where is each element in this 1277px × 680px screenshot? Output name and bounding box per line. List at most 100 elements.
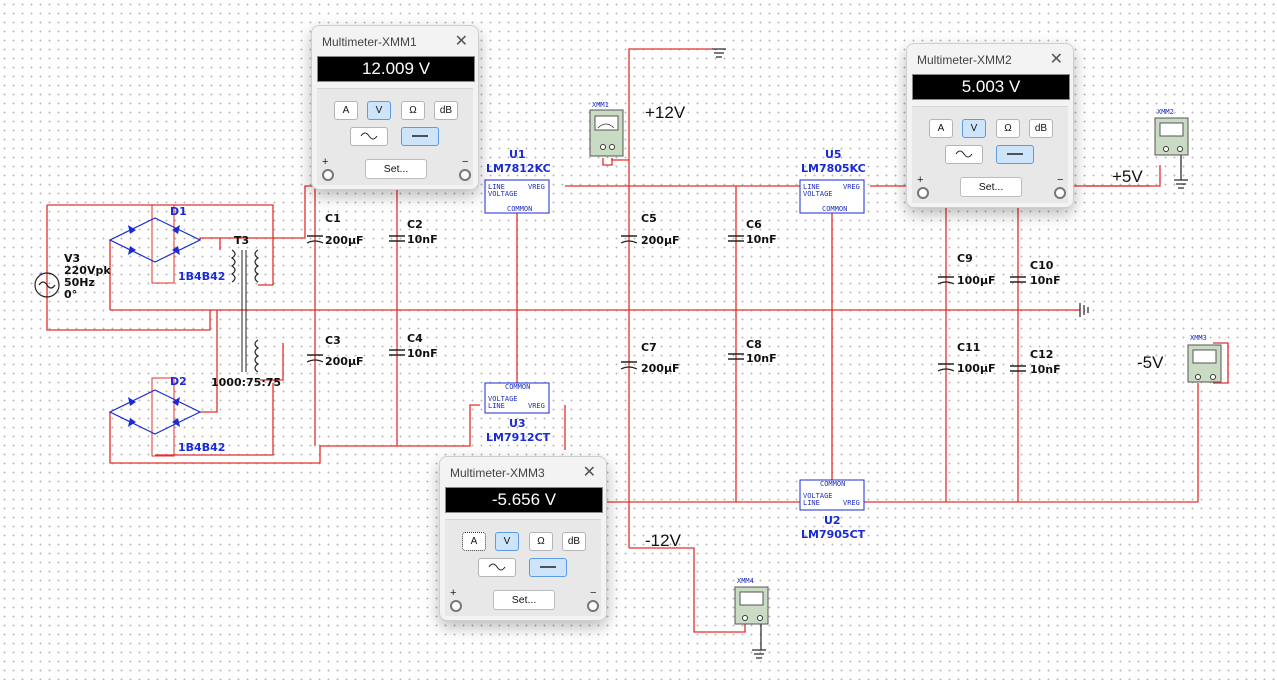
c11-value: 100µF xyxy=(957,362,996,375)
ohmmeter-button[interactable]: Ω xyxy=(529,532,553,551)
c3-name: C3 xyxy=(325,334,341,347)
regulator-u2[interactable]: COMMON VOLTAGE LINE VREG U2 LM7905CT xyxy=(799,479,866,541)
multimeter-reading: -5.656 V xyxy=(445,487,603,513)
bridge-d1-name: D1 xyxy=(170,205,187,218)
meter-icon-xmm4[interactable]: XMM4 xyxy=(734,577,769,625)
ac-mode-button[interactable] xyxy=(945,145,983,164)
close-icon[interactable]: ✕ xyxy=(582,464,596,481)
u2-pin-voltage: VOLTAGE xyxy=(803,492,833,500)
ammeter-button[interactable]: A xyxy=(929,119,953,138)
ac-mode-button[interactable] xyxy=(478,558,516,577)
plus-label: + xyxy=(450,587,457,599)
positive-terminal[interactable] xyxy=(917,187,929,199)
ground-icon xyxy=(712,48,726,58)
capacitor-c3[interactable]: C3 200µF xyxy=(306,334,364,368)
close-icon[interactable]: ✕ xyxy=(454,33,468,50)
u1-pin-vreg: VREG xyxy=(528,183,545,191)
c1-value: 200µF xyxy=(325,234,364,247)
transformer-t3[interactable]: T3 1000:75:75 xyxy=(211,234,281,389)
c7-value: 200µF xyxy=(641,362,680,375)
capacitor-c4[interactable]: C4 10nF xyxy=(389,332,438,360)
ammeter-button[interactable]: A xyxy=(462,532,486,551)
ground-icon xyxy=(752,649,766,659)
capacitor-c9[interactable]: C9 100µF xyxy=(937,252,996,287)
voltmeter-button[interactable]: V xyxy=(962,119,986,138)
minus-label: − xyxy=(590,587,597,599)
xmm2-label: XMM2 xyxy=(1157,108,1174,116)
ground-symbols xyxy=(712,48,1188,659)
meter-icon-xmm1[interactable]: XMM1 xyxy=(589,101,624,157)
ground-icon xyxy=(1079,303,1089,317)
u5-pin-line: LINE xyxy=(803,183,820,191)
negative-terminal[interactable] xyxy=(459,169,471,181)
close-icon[interactable]: ✕ xyxy=(1049,51,1063,68)
bridge-d2-part: 1B4B42 xyxy=(178,441,225,454)
voltmeter-button[interactable]: V xyxy=(495,532,519,551)
bridge-d2[interactable]: D2 1B4B42 xyxy=(108,375,225,457)
c5-name: C5 xyxy=(641,212,657,225)
negative-terminal[interactable] xyxy=(1054,187,1066,199)
u3-name: U3 xyxy=(509,417,526,430)
multimeter-window-xmm2[interactable]: Multimeter-XMM2 ✕ 5.003 V A V Ω dB + Set… xyxy=(906,43,1074,208)
bridge-d1-part: 1B4B42 xyxy=(178,270,225,283)
capacitor-c10[interactable]: C10 10nF xyxy=(1010,259,1061,287)
meter-icon-xmm3[interactable]: XMM3 xyxy=(1187,334,1222,383)
multimeter-window-xmm3[interactable]: Multimeter-XMM3 ✕ -5.656 V A V Ω dB + Se… xyxy=(439,456,607,621)
capacitor-c2[interactable]: C2 10nF xyxy=(389,218,438,246)
meter-icon-xmm2[interactable]: XMM2 xyxy=(1154,108,1189,156)
ac-source-v3[interactable]: + V3 220Vpk 50Hz 0° xyxy=(34,252,111,301)
bridge-d1[interactable]: D1 1B4B42 xyxy=(108,204,225,284)
c8-value: 10nF xyxy=(746,352,777,365)
u5-pin-voltage: VOLTAGE xyxy=(803,190,833,198)
bridge-d2-name: D2 xyxy=(170,375,187,388)
positive-terminal[interactable] xyxy=(450,600,462,612)
set-button[interactable]: Set... xyxy=(493,590,555,610)
ohmmeter-button[interactable]: Ω xyxy=(401,101,425,120)
multimeter-controls: A V Ω dB + Set... − xyxy=(912,106,1068,203)
ohmmeter-button[interactable]: Ω xyxy=(996,119,1020,138)
c8-name: C8 xyxy=(746,338,762,351)
dc-mode-button[interactable] xyxy=(996,145,1034,164)
capacitor-c5[interactable]: C5 200µF xyxy=(620,212,680,247)
label-minus5v: -5V xyxy=(1137,353,1164,372)
source-amplitude: 220Vpk xyxy=(64,264,111,277)
c2-name: C2 xyxy=(407,218,423,231)
ac-mode-button[interactable] xyxy=(350,127,388,146)
c5-value: 200µF xyxy=(641,234,680,247)
dc-mode-button[interactable] xyxy=(401,127,439,146)
xmm4-label: XMM4 xyxy=(737,577,754,585)
u1-pin-common: COMMON xyxy=(507,205,532,213)
multimeter-window-xmm1[interactable]: Multimeter-XMM1 ✕ 12.009 V A V Ω dB + Se… xyxy=(311,25,479,190)
regulator-u1[interactable]: LINE VOLTAGE VREG COMMON U1 LM7812KC xyxy=(484,148,551,214)
set-button[interactable]: Set... xyxy=(960,177,1022,197)
decibel-button[interactable]: dB xyxy=(434,101,458,120)
ac-wave-icon xyxy=(955,150,973,158)
capacitor-c7[interactable]: C7 200µF xyxy=(620,341,680,375)
label-plus12v: +12V xyxy=(645,103,686,122)
capacitor-c6[interactable]: C6 10nF xyxy=(728,218,777,246)
capacitor-c1[interactable]: C1 200µF xyxy=(306,212,364,247)
capacitor-c11[interactable]: C11 100µF xyxy=(937,341,996,375)
u3-pin-vreg: VREG xyxy=(528,402,545,410)
capacitor-c8[interactable]: C8 10nF xyxy=(728,338,777,365)
multimeter-title: Multimeter-XMM1 xyxy=(322,35,417,49)
regulator-u5[interactable]: LINE VOLTAGE VREG COMMON U5 LM7805KC xyxy=(799,148,866,214)
capacitor-c12[interactable]: C12 10nF xyxy=(1010,348,1061,376)
set-button[interactable]: Set... xyxy=(365,159,427,179)
u5-pin-vreg: VREG xyxy=(843,183,860,191)
multimeter-controls: A V Ω dB + Set... − xyxy=(445,519,601,616)
voltmeter-button[interactable]: V xyxy=(367,101,391,120)
c4-value: 10nF xyxy=(407,347,438,360)
decibel-button[interactable]: dB xyxy=(562,532,586,551)
c12-name: C12 xyxy=(1030,348,1053,361)
dc-mode-button[interactable] xyxy=(529,558,567,577)
regulator-u3[interactable]: COMMON VOLTAGE LINE VREG U3 LM7912CT xyxy=(484,382,551,444)
positive-terminal[interactable] xyxy=(322,169,334,181)
xmm1-label: XMM1 xyxy=(592,101,609,109)
c12-value: 10nF xyxy=(1030,363,1061,376)
decibel-button[interactable]: dB xyxy=(1029,119,1053,138)
negative-terminal[interactable] xyxy=(587,600,599,612)
ammeter-button[interactable]: A xyxy=(334,101,358,120)
u2-pin-vreg: VREG xyxy=(843,499,860,507)
